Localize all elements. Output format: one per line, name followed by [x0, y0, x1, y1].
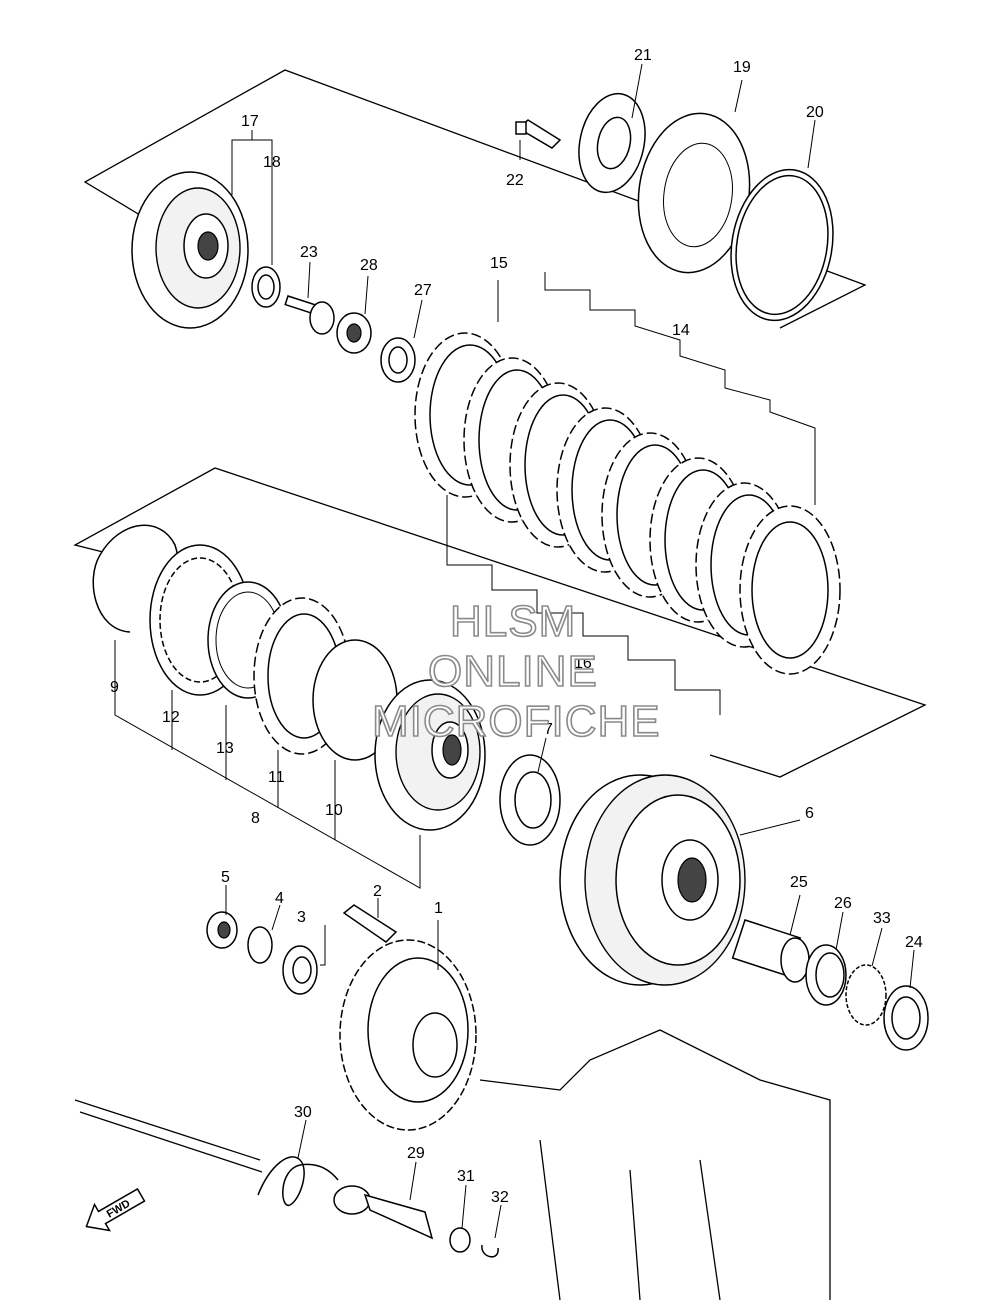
- callout-5: 5: [221, 869, 230, 886]
- pressure-plate-bearing[interactable]: [251, 266, 281, 308]
- callout-18: 18: [263, 154, 281, 171]
- callout-26: 26: [834, 895, 852, 912]
- callout-17: 17: [241, 113, 259, 130]
- svg-text:ONLINE: ONLINE: [428, 647, 598, 696]
- callout-15: 15: [490, 255, 508, 272]
- push-plate[interactable]: [570, 87, 653, 198]
- shift-lever[interactable]: [333, 1185, 434, 1240]
- bolt[interactable]: [515, 119, 562, 149]
- callout-8: 8: [251, 810, 260, 827]
- leader-lines: [225, 63, 915, 1239]
- clutch-boss[interactable]: [374, 679, 486, 831]
- svg-text:HLSM: HLSM: [450, 597, 576, 646]
- callout-14: 14: [672, 322, 690, 339]
- callout-6: 6: [805, 805, 814, 822]
- callout-7: 7: [544, 721, 553, 738]
- callout-25: 25: [790, 874, 808, 891]
- thrust-washer[interactable]: [499, 754, 561, 846]
- woodruff-key[interactable]: [342, 904, 398, 943]
- callout-2: 2: [373, 883, 382, 900]
- gear-nut[interactable]: [206, 911, 238, 949]
- spacer-collar[interactable]: [282, 945, 318, 995]
- end-washer[interactable]: [883, 985, 929, 1051]
- collar-spacer[interactable]: [731, 919, 810, 983]
- washer[interactable]: [380, 337, 416, 383]
- callout-30: 30: [294, 1104, 312, 1121]
- callout-labels: 21 19 20 17 18 22 23 28 27 15 14 16 9 12…: [110, 47, 923, 1206]
- callout-13: 13: [216, 740, 234, 757]
- upper-group-outline: [83, 69, 867, 329]
- callout-24: 24: [905, 934, 923, 951]
- callout-32: 32: [491, 1189, 509, 1206]
- callout-16: 16: [574, 655, 592, 672]
- wire-ring[interactable]: [720, 161, 845, 328]
- oil-pump-drive-gear[interactable]: [845, 964, 887, 1026]
- callout-23: 23: [300, 244, 318, 261]
- plates-group-outline: [73, 467, 927, 778]
- pressure-plate[interactable]: [131, 171, 249, 329]
- callout-31: 31: [457, 1168, 475, 1185]
- needle-bearing[interactable]: [805, 944, 847, 1006]
- callout-11: 11: [268, 769, 285, 786]
- shift-shaft[interactable]: [74, 1099, 263, 1173]
- callout-10: 10: [325, 802, 343, 819]
- push-rod[interactable]: [284, 295, 335, 335]
- e-clip[interactable]: [481, 1244, 499, 1258]
- lock-washer[interactable]: [247, 926, 273, 964]
- callout-3: 3: [297, 909, 306, 926]
- callout-33: 33: [873, 910, 891, 927]
- callout-22: 22: [506, 172, 524, 189]
- nut[interactable]: [336, 312, 372, 354]
- svg-text:FWD: FWD: [105, 1198, 133, 1221]
- clutch-housing[interactable]: [559, 774, 746, 986]
- callout-27: 27: [414, 282, 432, 299]
- engine-case-outline: [479, 1029, 831, 1301]
- svg-text:MICROFICHE: MICROFICHE: [372, 697, 661, 746]
- fwd-arrow-icon: FWD: [85, 1187, 146, 1232]
- primary-drive-gear[interactable]: [339, 939, 477, 1131]
- callout-1: 1: [434, 900, 443, 917]
- washer-small[interactable]: [449, 1227, 471, 1253]
- callout-9: 9: [110, 679, 119, 696]
- callout-28: 28: [360, 257, 378, 274]
- callout-4: 4: [275, 890, 284, 907]
- callout-29: 29: [407, 1145, 425, 1162]
- callout-20: 20: [806, 104, 824, 121]
- callout-19: 19: [733, 59, 751, 76]
- callout-12: 12: [162, 709, 180, 726]
- friction-clutch-plate-stack[interactable]: [414, 332, 841, 675]
- callout-21: 21: [634, 47, 652, 64]
- watermark: HLSM ONLINE MICROFICHE: [371, 596, 661, 747]
- torsion-spring[interactable]: [257, 1156, 339, 1206]
